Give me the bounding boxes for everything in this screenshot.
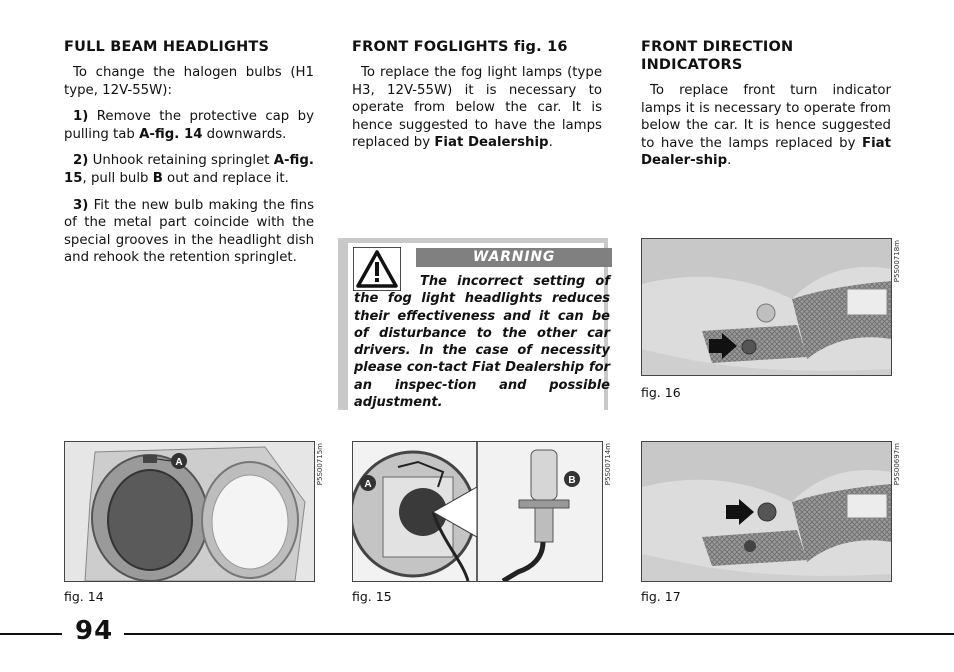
figure-16-caption: fig. 16 bbox=[641, 385, 681, 400]
figure-15-code: P5S00714m bbox=[604, 443, 612, 486]
para-foglights: To replace the fog light lamps (type H3,… bbox=[352, 65, 602, 151]
para-step2: 2) Unhook retaining springlet A-fig. 15,… bbox=[64, 153, 314, 186]
figure-14-code: P5S00715m bbox=[316, 443, 324, 486]
figure-15-label-a: A bbox=[364, 479, 371, 490]
figure-17-code: P5S00697m bbox=[893, 443, 901, 486]
heading-full-beam: FULL BEAM HEADLIGHTS bbox=[64, 39, 270, 55]
column-foglights: FRONT FOGLIGHTS fig. 16 To replace the f… bbox=[352, 38, 602, 161]
figure-15-label-b: B bbox=[568, 475, 575, 486]
para-step3: 3) Fit the new bulb making the fins of t… bbox=[64, 197, 314, 266]
heading-foglights: FRONT FOGLIGHTS fig. 16 bbox=[352, 39, 568, 55]
warning-box: WARNING The incorrect setting of the fog… bbox=[338, 238, 612, 410]
column-direction-indicators: FRONT DIRECTION INDICATORS To replace fr… bbox=[641, 38, 891, 179]
figure-15-image: B A bbox=[352, 441, 603, 582]
para-step1: 1) Remove the protective cap by pulling … bbox=[64, 109, 314, 142]
figure-16-code: P5S00718m bbox=[893, 240, 901, 283]
page-number: 94 bbox=[75, 616, 114, 646]
page-rule-right bbox=[124, 633, 954, 635]
figure-16-image bbox=[641, 238, 892, 376]
figure-15-caption: fig. 15 bbox=[352, 589, 392, 604]
warning-text: The incorrect setting of the fog light h… bbox=[354, 274, 610, 411]
heading-direction-indicators: FRONT DIRECTION INDICATORS bbox=[641, 39, 794, 73]
para-direction-indicators: To replace front turn indicator lamps it… bbox=[641, 83, 891, 169]
column-full-beam: FULL BEAM HEADLIGHTS To change the halog… bbox=[64, 38, 314, 276]
para-intro: To change the halogen bulbs (H1 type, 12… bbox=[64, 65, 314, 98]
page-rule-left bbox=[0, 633, 62, 635]
figure-14-image: A bbox=[64, 441, 315, 582]
warning-triangle-icon bbox=[352, 246, 402, 292]
figure-14-caption: fig. 14 bbox=[64, 589, 104, 604]
warning-title: WARNING bbox=[416, 248, 612, 267]
figure-17-caption: fig. 17 bbox=[641, 589, 681, 604]
figure-14-label-a: A bbox=[175, 457, 182, 468]
warning-inner: WARNING The incorrect setting of the fog… bbox=[348, 243, 612, 410]
figure-17-image bbox=[641, 441, 892, 582]
